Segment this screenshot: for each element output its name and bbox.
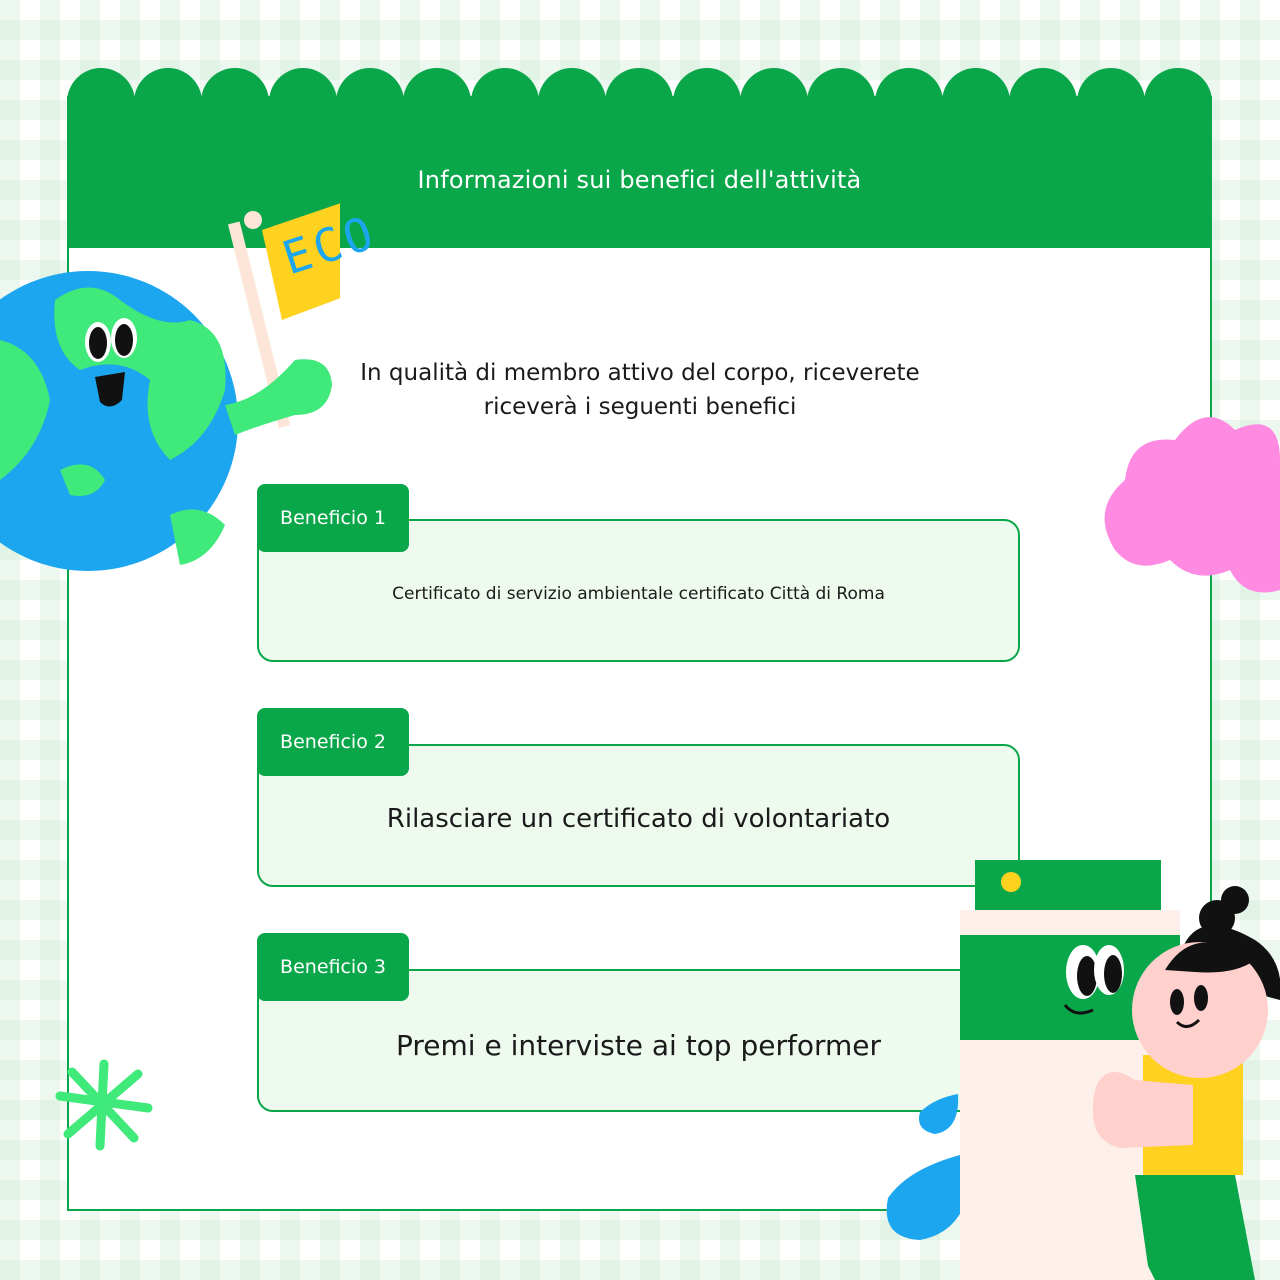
- scalloped-edge: [67, 68, 1212, 128]
- intro-line-1: In qualità di membro attivo del corpo, r…: [360, 360, 920, 386]
- benefit-text-1: Certificato di servizio ambientale certi…: [392, 584, 885, 604]
- benefit-card-1: Certificato di servizio ambientale certi…: [257, 519, 1020, 662]
- benefit-text-3: Premi e interviste ai top performer: [395, 1029, 882, 1062]
- benefit-text-2: Rilasciare un certificato di volontariat…: [386, 804, 891, 834]
- header-title: Informazioni sui benefici dell'attività: [417, 166, 862, 194]
- intro-text: In qualità di membro attivo del corpo, r…: [320, 356, 960, 424]
- benefit-card-2: Rilasciare un certificato di volontariat…: [257, 744, 1020, 887]
- benefit-tab-2: Beneficio 2: [257, 708, 409, 776]
- benefit-tab-1: Beneficio 1: [257, 484, 409, 552]
- benefit-tab-3: Beneficio 3: [257, 933, 409, 1001]
- intro-line-2: riceverà i seguenti benefici: [483, 394, 797, 420]
